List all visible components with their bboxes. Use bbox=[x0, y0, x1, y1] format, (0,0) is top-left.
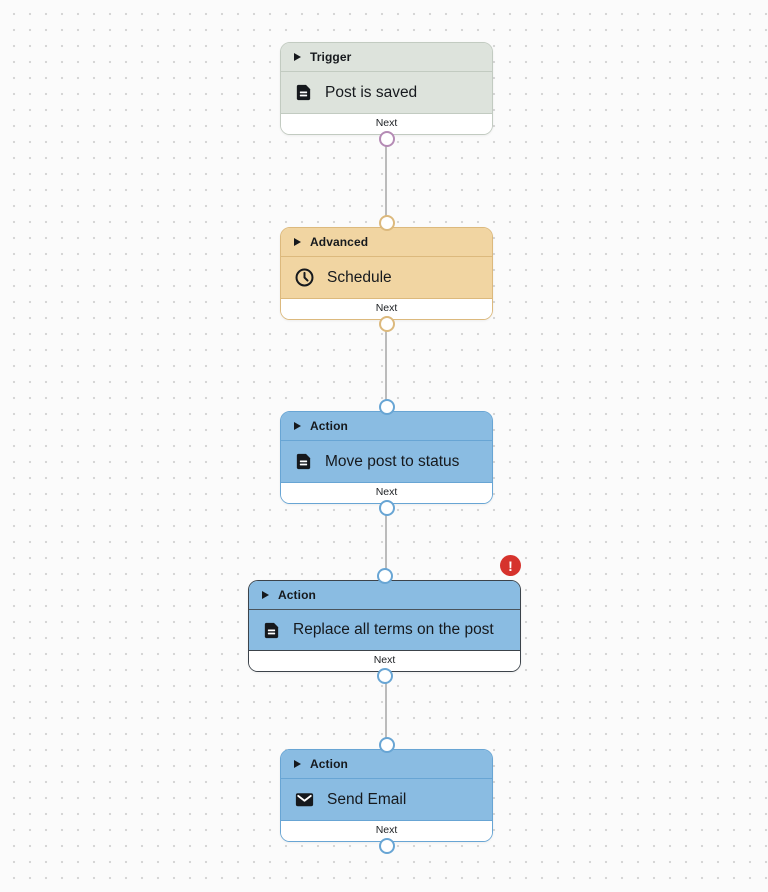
output-port[interactable] bbox=[378, 131, 395, 147]
node-header[interactable]: Advanced bbox=[281, 228, 492, 257]
node-category-label: Action bbox=[310, 757, 348, 771]
node-category-label: Action bbox=[278, 588, 316, 602]
document-icon bbox=[294, 83, 313, 102]
connector-edge bbox=[385, 677, 387, 744]
node-category-label: Trigger bbox=[310, 50, 352, 64]
input-port[interactable] bbox=[378, 215, 395, 231]
node-header[interactable]: Trigger bbox=[281, 43, 492, 72]
node-header[interactable]: Action bbox=[281, 750, 492, 779]
next-branch-label: Next bbox=[281, 820, 492, 841]
output-port[interactable] bbox=[378, 316, 395, 332]
node-title: Move post to status bbox=[325, 452, 460, 470]
input-port[interactable] bbox=[376, 568, 393, 584]
output-port[interactable] bbox=[378, 500, 395, 516]
expand-collapse-icon[interactable] bbox=[294, 422, 301, 430]
node-body[interactable]: Move post to status bbox=[281, 441, 492, 482]
document-icon bbox=[294, 452, 313, 471]
connector-edge bbox=[385, 140, 387, 222]
connector-edge bbox=[385, 325, 387, 406]
node-title: Replace all terms on the post bbox=[293, 621, 494, 638]
expand-collapse-icon[interactable] bbox=[294, 760, 301, 768]
next-branch-label: Next bbox=[249, 650, 520, 671]
node-category-label: Advanced bbox=[310, 235, 369, 249]
node-header[interactable]: Action bbox=[249, 581, 520, 610]
workflow-node-action[interactable]: Action Move post to status Next bbox=[280, 399, 493, 516]
next-branch-label: Next bbox=[281, 113, 492, 134]
expand-collapse-icon[interactable] bbox=[262, 591, 269, 599]
workflow-node-advanced[interactable]: Advanced Schedule Next bbox=[280, 215, 493, 332]
input-port[interactable] bbox=[378, 737, 395, 753]
workflow-node-action-selected[interactable]: ! Action Replace all terms on the post N… bbox=[248, 555, 521, 684]
workflow-node-trigger[interactable]: Trigger Post is saved Next bbox=[280, 42, 493, 147]
node-body[interactable]: Send Email bbox=[281, 779, 492, 820]
node-body[interactable]: Schedule bbox=[281, 257, 492, 298]
node-body[interactable]: Replace all terms on the post bbox=[249, 610, 520, 650]
node-title: Schedule bbox=[327, 268, 392, 286]
node-header[interactable]: Action bbox=[281, 412, 492, 441]
expand-collapse-icon[interactable] bbox=[294, 238, 301, 246]
clock-icon bbox=[294, 267, 315, 288]
next-branch-label: Next bbox=[281, 482, 492, 503]
expand-collapse-icon[interactable] bbox=[294, 53, 301, 61]
error-badge[interactable]: ! bbox=[500, 555, 521, 576]
output-port[interactable] bbox=[376, 668, 393, 684]
email-icon bbox=[294, 789, 315, 810]
node-title: Send Email bbox=[327, 790, 407, 808]
node-body[interactable]: Post is saved bbox=[281, 72, 492, 113]
node-category-label: Action bbox=[310, 419, 348, 433]
input-port[interactable] bbox=[378, 399, 395, 415]
document-icon bbox=[262, 621, 281, 640]
workflow-node-action[interactable]: Action Send Email Next bbox=[280, 737, 493, 854]
node-title: Post is saved bbox=[325, 83, 418, 101]
next-branch-label: Next bbox=[281, 298, 492, 319]
output-port[interactable] bbox=[378, 838, 395, 854]
connector-edge bbox=[385, 509, 387, 575]
